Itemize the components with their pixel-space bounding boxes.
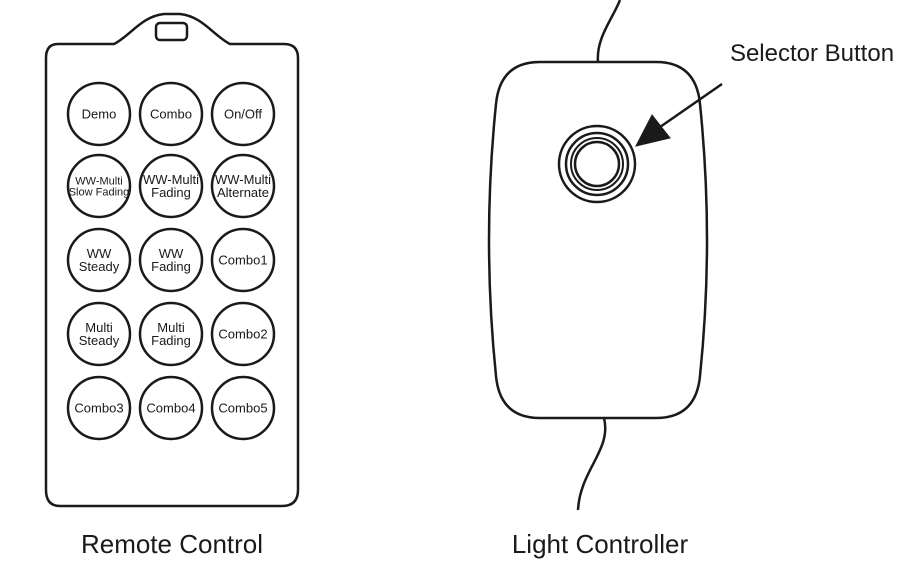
remote-button-label: Steady: [79, 333, 120, 348]
remote-button-label: Combo: [150, 107, 192, 122]
remote-button-circle: [210, 375, 276, 441]
remote-button-circle: [138, 375, 204, 441]
remote-button-label: Combo2: [218, 327, 267, 342]
light-controller: [487, 0, 723, 511]
remote-button-demo[interactable]: Demo: [66, 81, 132, 147]
remote-button-combo3[interactable]: Combo3: [66, 375, 132, 441]
remote-button-circle: [210, 227, 276, 293]
remote-button-label: Demo: [82, 107, 117, 122]
remote-button-label: WW: [87, 246, 112, 261]
remote-button-label: Multi: [157, 320, 185, 335]
remote-button-circle: [66, 301, 132, 367]
remote-button-label: On/Off: [224, 107, 262, 122]
remote-button-combo2[interactable]: Combo2: [210, 301, 276, 367]
remote-button-label: Combo1: [218, 253, 267, 268]
remote-button-circle: [210, 81, 276, 147]
remote-button-combo5[interactable]: Combo5: [210, 375, 276, 441]
remote-button-label: Combo5: [218, 401, 267, 416]
remote-button-label: Combo4: [146, 401, 195, 416]
remote-button-label: WW-Multi: [143, 172, 199, 187]
remote-button-label: Fading: [151, 185, 191, 200]
remote-button-circle: [138, 153, 204, 219]
remote-button-circle: [210, 301, 276, 367]
remote-control-caption: Remote Control: [81, 529, 263, 559]
remote-button-circle: [138, 81, 204, 147]
selector-button-label: Selector Button: [730, 40, 894, 67]
remote-button-label: Combo3: [74, 401, 123, 416]
remote-button-combo4[interactable]: Combo4: [138, 375, 204, 441]
remote-button-label: WW-Multi: [215, 172, 271, 187]
selector-callout-arrow: [635, 82, 723, 147]
remote-button-combo1[interactable]: Combo1: [210, 227, 276, 293]
controller-body: [487, 60, 709, 420]
remote-hang-slot: [154, 21, 189, 42]
remote-button-circle: [66, 227, 132, 293]
remote-button-label: WW: [159, 246, 184, 261]
remote-button-circle: [210, 153, 276, 219]
remote-button-circle: [138, 301, 204, 367]
controller-cable-top: [596, 0, 622, 63]
remote-button-circle: [66, 81, 132, 147]
remote-button-circle: [66, 375, 132, 441]
remote-button-label: Multi: [85, 320, 113, 335]
remote-button-label: Slow Fading: [69, 187, 130, 199]
remote-button-circle: [138, 227, 204, 293]
remote-button-label: Fading: [151, 333, 191, 348]
remote-button-on-off[interactable]: On/Off: [210, 81, 276, 147]
remote-button-label: WW-Multi: [75, 176, 122, 188]
remote-button-combo[interactable]: Combo: [138, 81, 204, 147]
light-controller-caption: Light Controller: [512, 529, 689, 559]
remote-button-circle: [66, 153, 132, 219]
selector-button[interactable]: [557, 124, 637, 204]
remote-button-label: Steady: [79, 259, 120, 274]
remote-button-label: Fading: [151, 259, 191, 274]
remote-button-label: Alternate: [217, 185, 269, 200]
controller-cable-bottom: [576, 417, 607, 511]
